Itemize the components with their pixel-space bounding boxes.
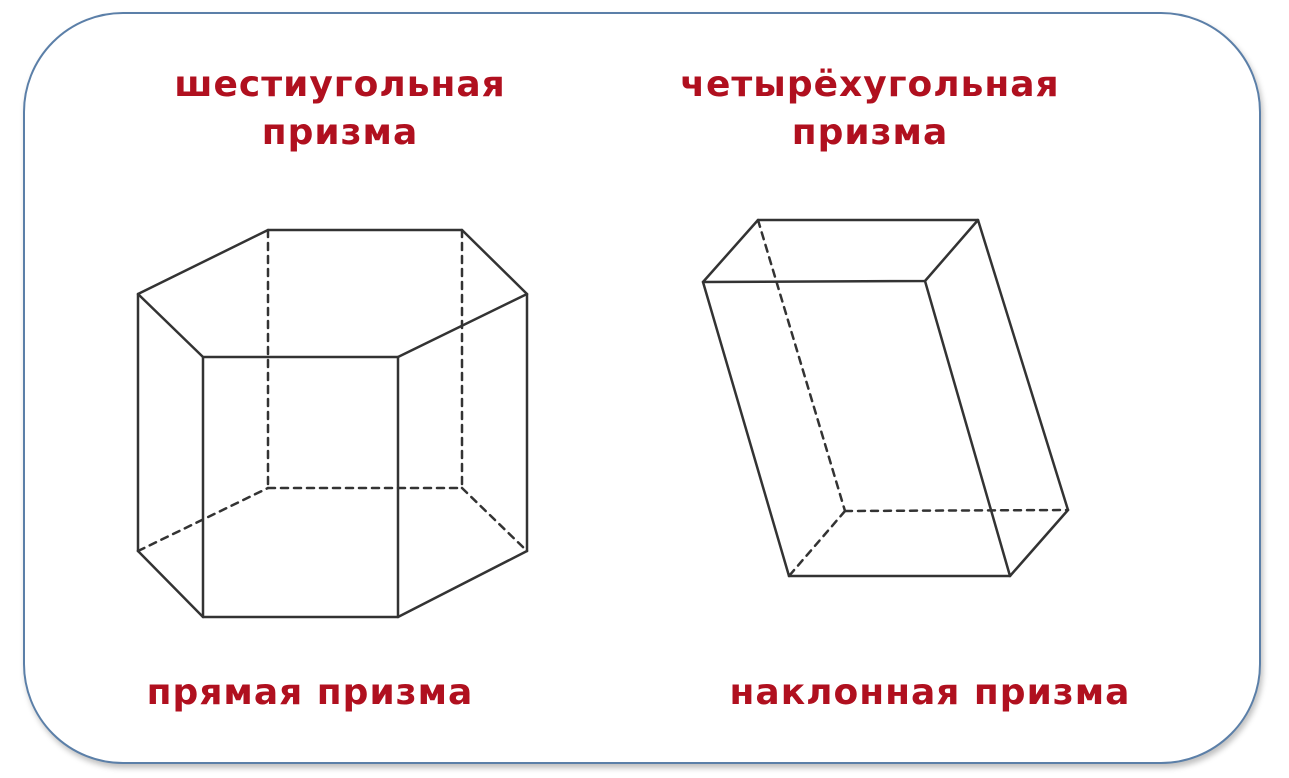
quadrangular-prism-edge <box>701 280 791 578</box>
quadrangular-prism-edge <box>923 279 1012 578</box>
quadrangular-prism-title-line2: призма <box>791 112 949 153</box>
right-prism-caption: прямая призма <box>146 672 474 713</box>
quadrangular-prism-bottom-visible <box>787 508 1070 578</box>
quadrangular-prism-title-line1: четырёхугольная <box>680 64 1060 105</box>
quadrangular-prism-hidden-edges <box>756 218 1070 578</box>
hexagonal-prism <box>136 228 529 619</box>
quadrangular-prism <box>701 218 1070 578</box>
hexagonal-prism-title-line1: шестиугольная <box>174 64 506 105</box>
hexagonal-prism-hidden-edges <box>136 228 529 553</box>
hexagonal-prism-bottom-visible <box>136 549 529 619</box>
hexagonal-prism-title-line2: призма <box>261 112 419 153</box>
quadrangular-prism-top-face <box>701 218 980 284</box>
rounded-frame <box>23 12 1261 764</box>
quadrangular-prism-edge <box>976 218 1070 512</box>
hexagonal-prism-top-face <box>136 228 529 359</box>
oblique-prism-caption: наклонная призма <box>729 672 1131 713</box>
